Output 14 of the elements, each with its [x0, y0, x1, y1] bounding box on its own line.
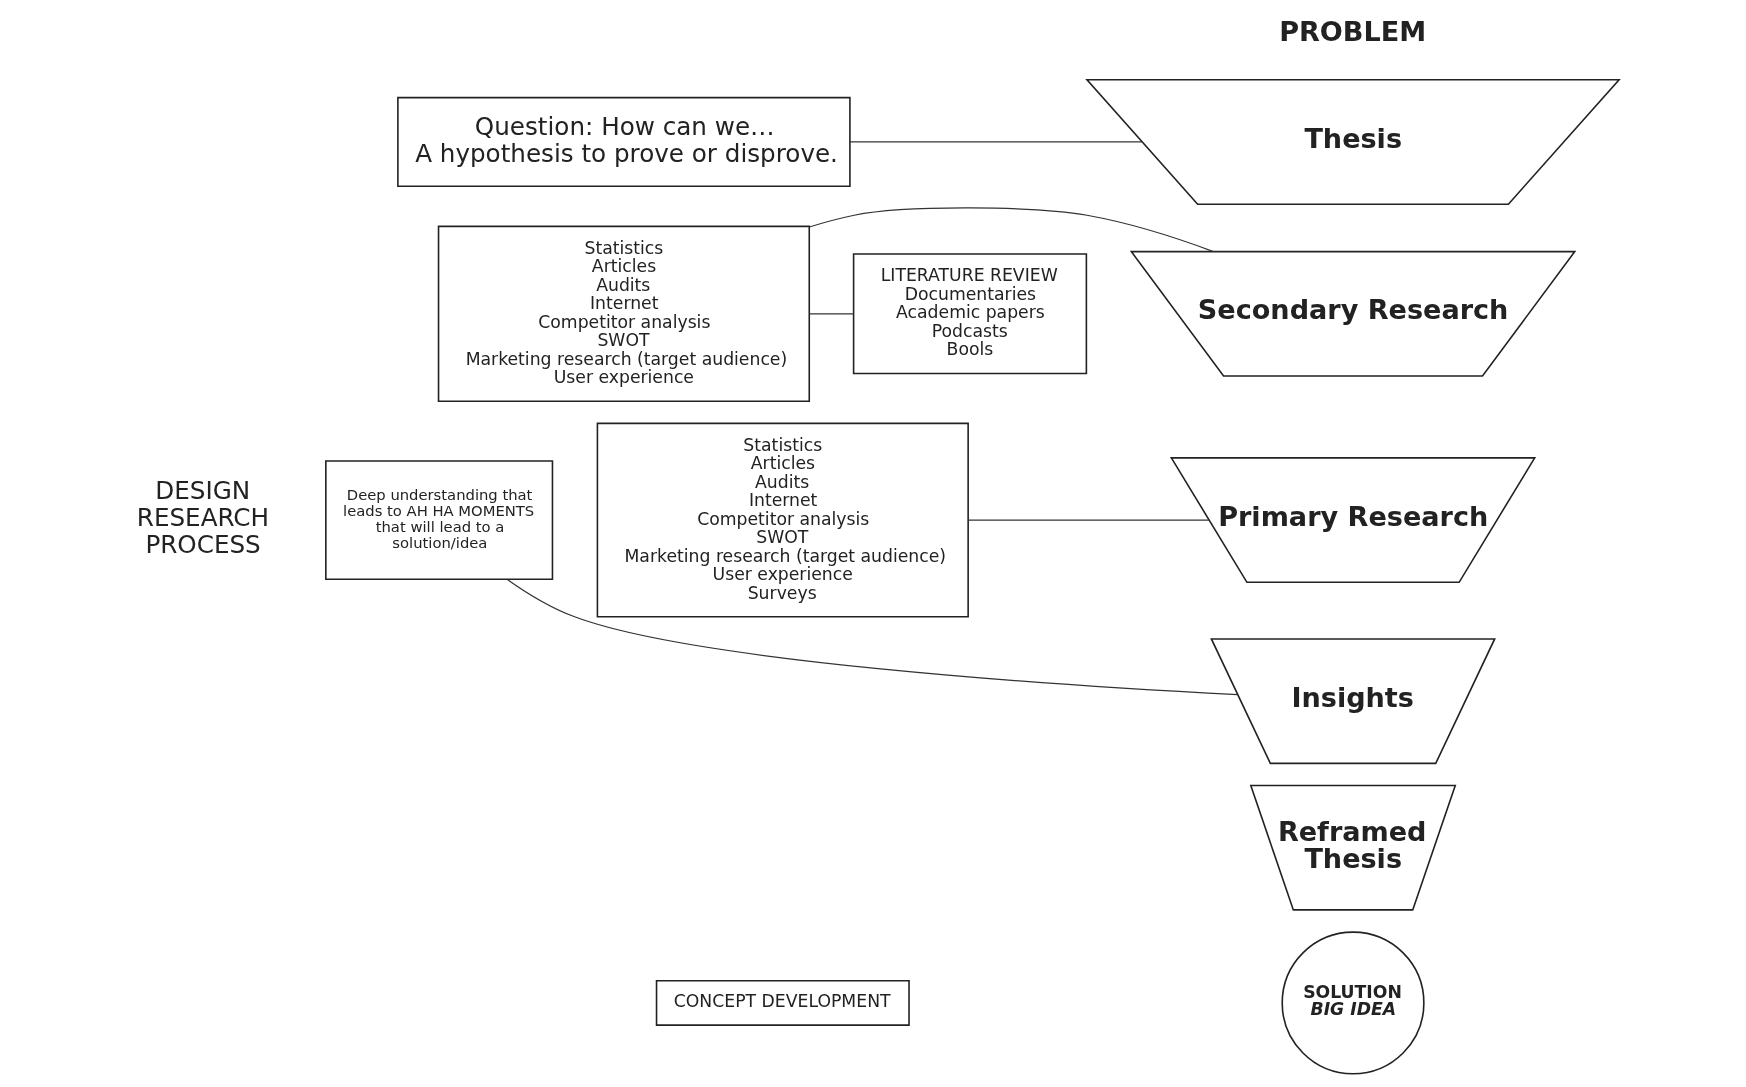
connector	[506, 578, 1239, 696]
label: DESIGN RESEARCH PROCESS	[136, 476, 270, 560]
connector	[967, 519, 1210, 521]
node-box: Deep understanding that leads to AH HA MOMENTS that will lead to a solution/idea	[325, 460, 554, 580]
node-box: Statistics Articles Audits Internet Competitor analysis SWOT Marketing research (target audience) User experience Surveys	[596, 422, 969, 618]
node-box: Question: How can we… A hypothesis to prove or disprove.	[397, 96, 851, 188]
connector	[849, 141, 1143, 143]
node-box: CONCEPT DEVELOPMENT	[655, 979, 910, 1026]
connector	[808, 313, 854, 315]
node-box: Statistics Articles Audits Internet Competitor analysis SWOT Marketing research (target audience) User experience	[437, 225, 811, 403]
label: PROBLEM	[1279, 16, 1427, 48]
node-box: LITERATURE REVIEW Documentaries Academic papers Podcasts Bools	[852, 253, 1088, 375]
node-circle: SOLUTION BIG IDEA	[1281, 931, 1425, 1075]
connector	[808, 207, 1215, 253]
